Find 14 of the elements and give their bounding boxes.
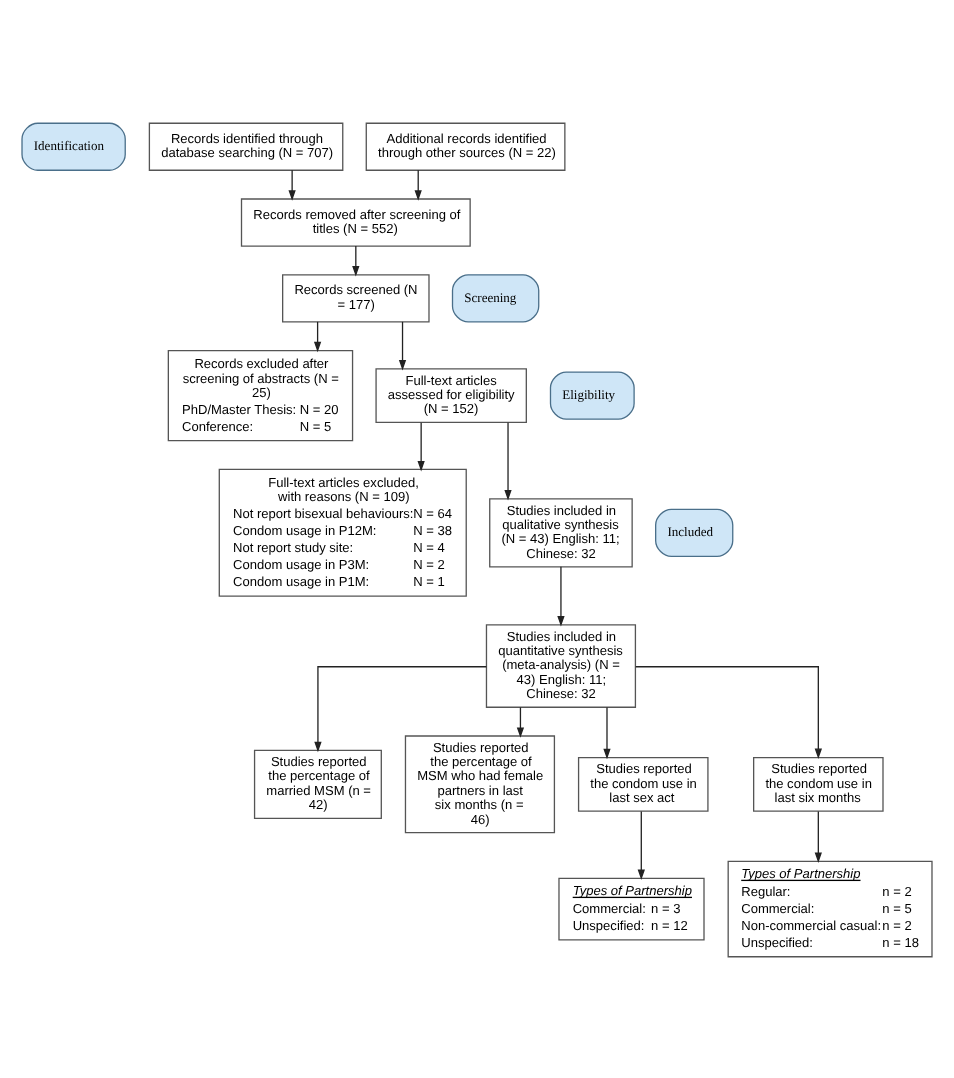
arrow xyxy=(557,565,565,626)
arrow xyxy=(814,809,822,862)
arrow xyxy=(314,665,488,752)
arrow xyxy=(288,168,296,200)
arrow xyxy=(603,705,611,759)
arrow xyxy=(635,665,822,759)
arrow xyxy=(504,421,512,500)
arrow xyxy=(398,320,407,370)
arrow xyxy=(352,244,360,276)
arrow xyxy=(414,168,422,200)
arrow xyxy=(417,421,425,471)
arrow xyxy=(313,320,322,352)
arrow xyxy=(516,705,525,737)
arrow xyxy=(637,809,645,880)
